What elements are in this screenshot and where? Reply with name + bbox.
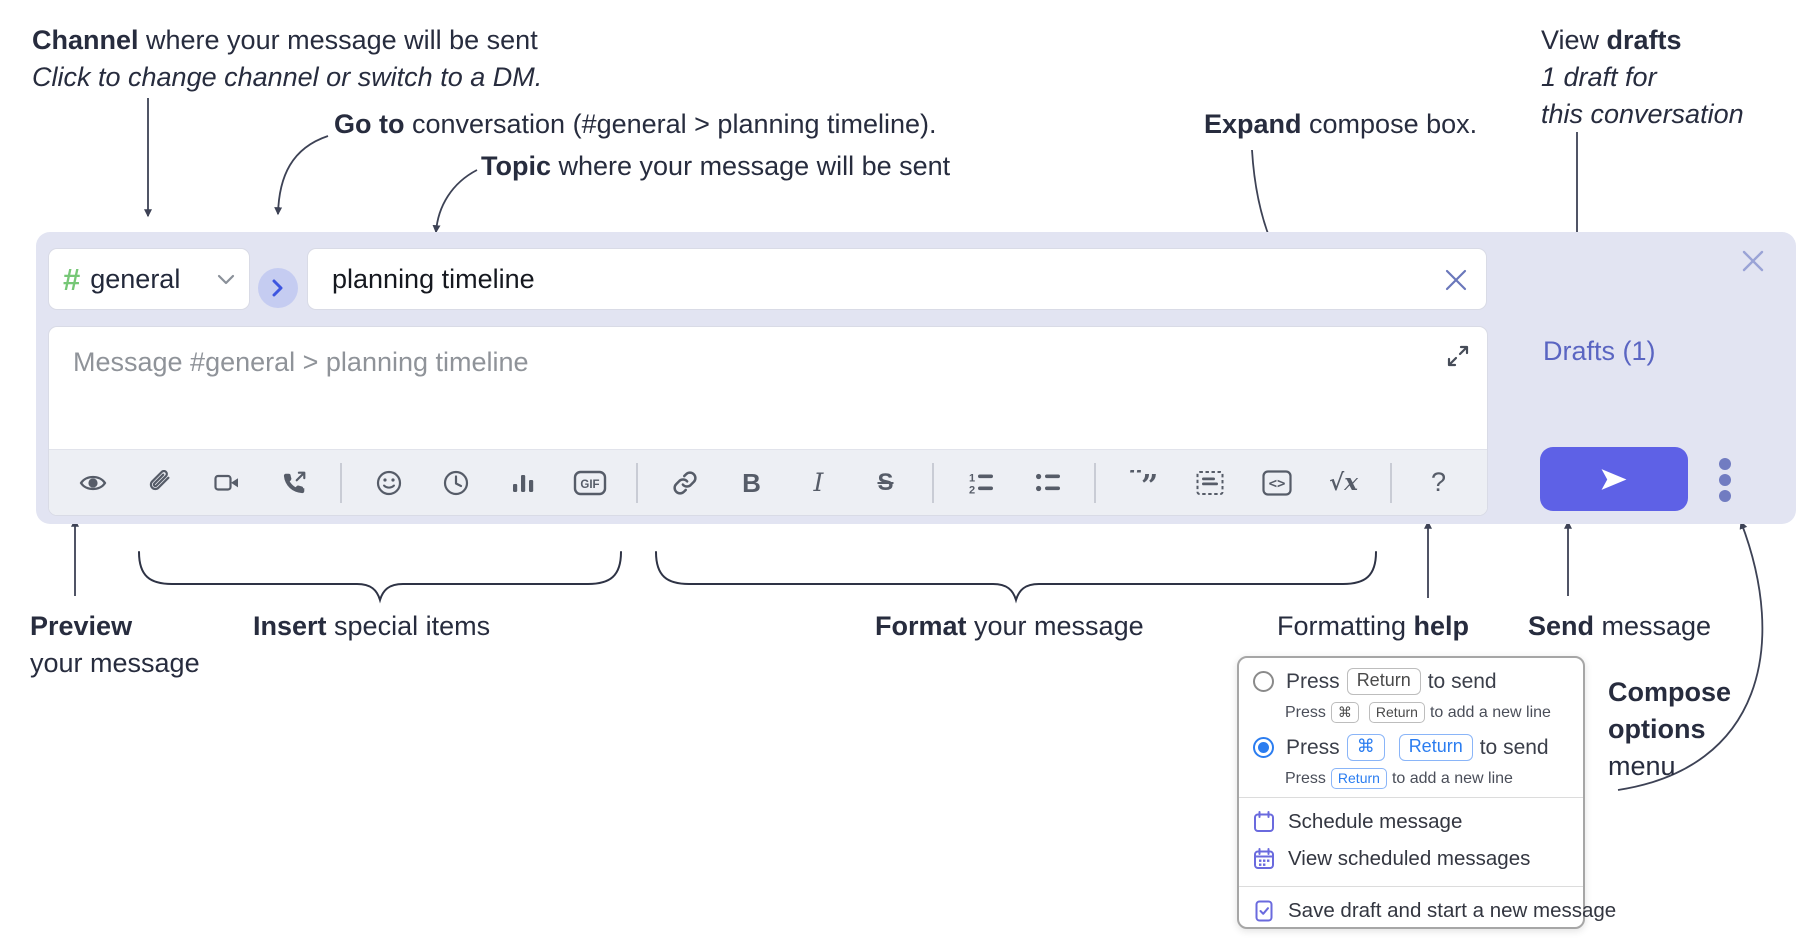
send-button[interactable] <box>1540 447 1688 511</box>
menu-divider <box>1239 886 1583 887</box>
chevron-right-icon <box>272 279 283 297</box>
strikethrough-icon[interactable]: S <box>877 468 894 496</box>
gif-icon[interactable]: GIF <box>556 459 623 507</box>
svg-text:GIF: GIF <box>580 479 599 491</box>
arrow-goto <box>274 135 329 216</box>
bulleted-list-icon[interactable] <box>1014 459 1081 507</box>
calendar-grid-icon <box>1254 848 1274 869</box>
clear-topic-button[interactable] <box>1442 266 1470 294</box>
message-input[interactable]: Message #general > planning timeline <box>73 347 529 377</box>
expand-compose-icon[interactable] <box>1445 343 1471 369</box>
annotation-formatting-help: Formatting help <box>1277 611 1470 641</box>
close-icon <box>1445 269 1467 291</box>
link-icon[interactable] <box>651 459 718 507</box>
annotation-compose-options: Compose options menu <box>1608 677 1732 781</box>
menu-item-view-scheduled-messages[interactable]: View scheduled messages <box>1253 847 1530 871</box>
toolbar-separator <box>1094 462 1096 503</box>
compose-options-button[interactable] <box>1719 458 1731 502</box>
message-box: Message #general > planning timeline <box>48 326 1488 516</box>
svg-text:<>: <> <box>1268 476 1285 492</box>
drafts-link[interactable]: Drafts (1) <box>1543 336 1656 366</box>
arrow-topic <box>432 169 478 234</box>
radio-selected[interactable] <box>1253 737 1274 758</box>
compose-box: # general planning timeline Drafts (1) M… <box>36 232 1796 524</box>
close-icon <box>1742 250 1764 272</box>
annotation-format: Format your message <box>875 611 1144 641</box>
dot <box>1719 458 1731 470</box>
save-draft-icon <box>1255 900 1273 922</box>
toolbar-separator <box>932 462 934 503</box>
preview-icon[interactable] <box>59 459 126 507</box>
send-option-enter-sub: Press ⌘ Return to add a new line <box>1285 702 1551 723</box>
annotation-insert: Insert special items <box>253 611 491 641</box>
italic-icon[interactable]: I <box>813 468 824 497</box>
annotation-goto: Go to conversation (#general > planning … <box>334 109 937 139</box>
annotation-expand: Expand compose box. <box>1204 109 1478 139</box>
emoji-icon[interactable] <box>355 459 422 507</box>
brace-format <box>655 551 1377 604</box>
send-option-enter[interactable]: Press Return to send <box>1253 668 1497 695</box>
chevron-down-icon <box>217 274 235 284</box>
menu-divider <box>1239 797 1583 798</box>
code-icon[interactable]: <> <box>1243 459 1310 507</box>
send-option-cmd-enter-sub: Press Return to add a new line <box>1285 768 1513 789</box>
poll-icon[interactable] <box>489 459 556 507</box>
spoiler-icon[interactable] <box>1176 459 1243 507</box>
annotation-view-drafts: View drafts 1 draft for this conversatio… <box>1541 25 1744 129</box>
svg-text:2: 2 <box>969 484 975 495</box>
svg-text:1: 1 <box>969 472 975 484</box>
menu-item-schedule-message[interactable]: Schedule message <box>1253 810 1462 834</box>
dot <box>1719 474 1731 486</box>
global-time-icon[interactable] <box>422 459 489 507</box>
math-icon[interactable]: √x <box>1329 469 1358 496</box>
annotation-channel: Channel where your message will be sent … <box>32 25 543 92</box>
goto-conversation-button[interactable] <box>258 268 298 308</box>
topic-input[interactable]: planning timeline <box>307 248 1487 310</box>
compose-options-menu: Press Return to send Press ⌘ Return to a… <box>1237 656 1616 929</box>
radio-unselected[interactable] <box>1253 671 1274 692</box>
svg-text:“: “ <box>1128 470 1145 494</box>
brace-insert <box>138 551 622 604</box>
channel-hash-icon: # <box>63 261 81 297</box>
quote-icon[interactable]: “” <box>1109 459 1176 507</box>
channel-name: general <box>90 263 181 294</box>
calendar-icon <box>1254 811 1274 832</box>
voice-call-icon[interactable] <box>260 459 327 507</box>
annotation-topic: Topic where your message will be sent <box>481 151 951 181</box>
channel-selector[interactable]: # general <box>48 248 250 310</box>
message-formatting-help-icon[interactable]: ? <box>1430 467 1447 497</box>
dot <box>1719 490 1731 502</box>
send-option-cmd-enter[interactable]: Press ⌘ Return to send <box>1253 734 1549 761</box>
annotation-preview: Preview your message <box>30 611 200 678</box>
toolbar-separator <box>340 462 342 503</box>
annotation-send: Send message <box>1528 611 1712 641</box>
bold-icon[interactable]: B <box>742 467 761 498</box>
close-compose-button[interactable] <box>1738 246 1768 276</box>
topic-value: planning timeline <box>332 263 535 294</box>
menu-item-save-draft[interactable]: Save draft and start a new message <box>1253 899 1616 923</box>
attach-file-icon[interactable] <box>126 459 193 507</box>
send-icon <box>1601 468 1627 490</box>
svg-text:”: ” <box>1141 470 1158 496</box>
video-call-icon[interactable] <box>193 459 260 507</box>
toolbar-separator <box>1390 462 1392 503</box>
toolbar-separator <box>636 462 638 503</box>
